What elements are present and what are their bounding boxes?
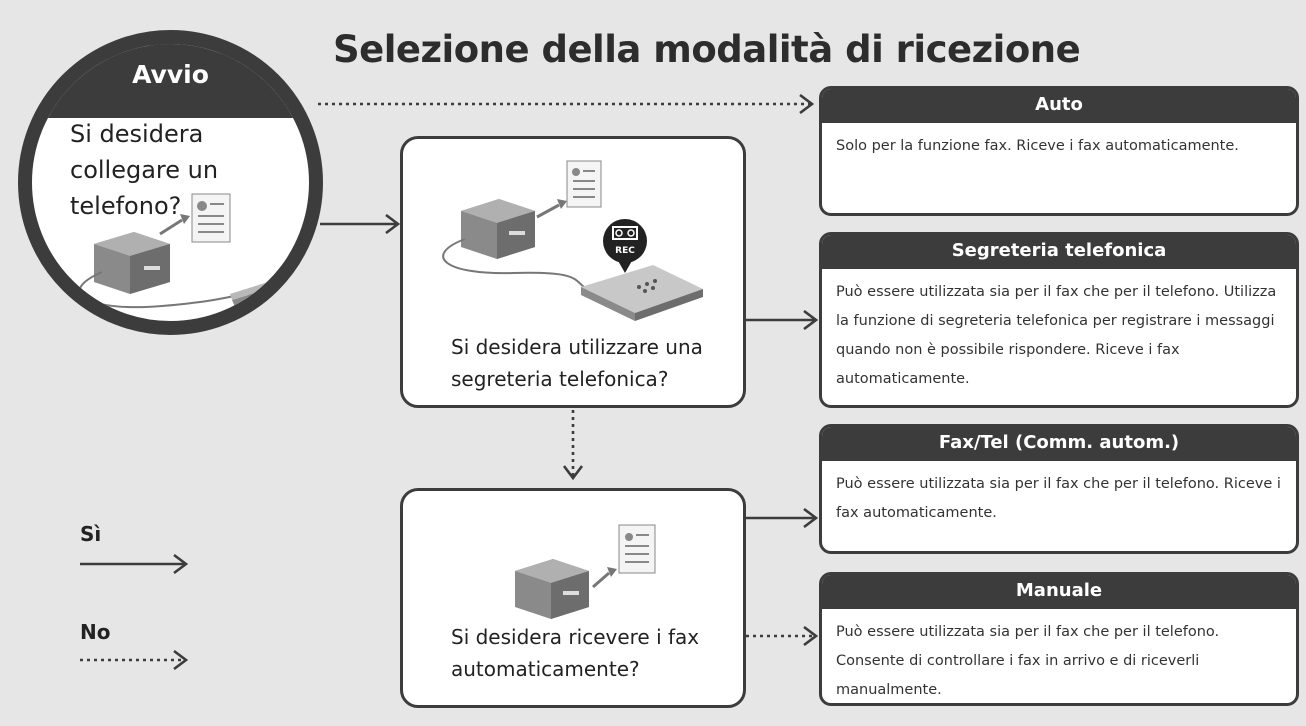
telephone-icon bbox=[230, 276, 294, 314]
result-title: Manuale bbox=[822, 575, 1296, 609]
result-title: Fax/Tel (Comm. autom.) bbox=[822, 427, 1296, 461]
legend-yes-label: Sì bbox=[80, 522, 102, 546]
decision-answering-machine: REC Si desidera utilizzare una segreteri… bbox=[400, 136, 746, 408]
start-header bbox=[32, 44, 309, 118]
answering-machine-illustration: REC bbox=[442, 160, 703, 321]
legend-no-label: No bbox=[80, 620, 111, 644]
decision-question: Si desidera utilizzare una segreteria te… bbox=[451, 335, 703, 391]
printer-icon bbox=[515, 559, 589, 619]
result-description: Può essere utilizzata sia per il fax che… bbox=[836, 476, 1281, 521]
result-description: Può essere utilizzata sia per il fax che… bbox=[836, 624, 1220, 698]
result-auto: Auto Solo per la funzione fax. Riceve i … bbox=[819, 86, 1299, 216]
result-fax-tel: Fax/Tel (Comm. autom.) Può essere utiliz… bbox=[819, 424, 1299, 554]
result-title: Segreteria telefonica bbox=[822, 235, 1296, 269]
result-description: Solo per la funzione fax. Riceve i fax a… bbox=[836, 138, 1239, 154]
document-icon bbox=[191, 193, 231, 243]
start-question: Si desidera collegare un telefono? bbox=[70, 120, 219, 220]
page-title: Selezione della modalità di ricezione bbox=[333, 28, 1081, 71]
printer-icon bbox=[461, 199, 535, 259]
result-manuale: Manuale Può essere utilizzata sia per il… bbox=[819, 572, 1299, 706]
decision-question: Si desidera ricevere i fax automaticamen… bbox=[451, 625, 700, 681]
printer-icon bbox=[94, 232, 170, 294]
phone-printer-illustration bbox=[78, 193, 294, 314]
result-segreteria-telefonica: Segreteria telefonica Può essere utilizz… bbox=[819, 232, 1299, 408]
result-title: Auto bbox=[822, 89, 1296, 123]
fax-telephone-icon bbox=[581, 265, 703, 321]
printer-document-illustration bbox=[515, 524, 656, 619]
start-node: Avvio Si desidera collegare un telefono? bbox=[18, 30, 323, 335]
document-icon bbox=[566, 160, 602, 208]
start-label: Avvio bbox=[132, 60, 209, 89]
rec-label: REC bbox=[615, 246, 635, 256]
decision-auto-receive: Si desidera ricevere i fax automaticamen… bbox=[400, 488, 746, 708]
rec-badge-icon: REC bbox=[603, 219, 647, 273]
result-description: Può essere utilizzata sia per il fax che… bbox=[836, 284, 1277, 387]
document-icon bbox=[618, 524, 656, 574]
